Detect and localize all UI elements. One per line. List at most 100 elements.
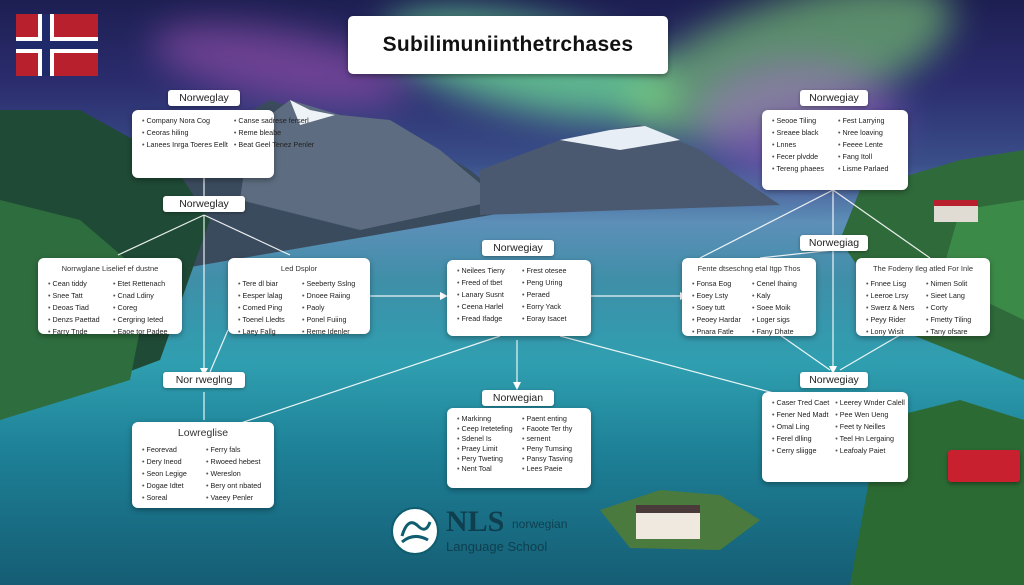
node-item: Omal Ling [772,422,829,431]
logo-subtitle-1: norwegian [512,517,568,531]
node-header-10: Fente dtseschng etal Itgp Thos [697,264,801,273]
node-item: Cerry sliigge [772,446,829,455]
node-item: Deoas Tiad [48,303,107,312]
node-item: Lony Wisit [866,327,920,336]
norway-flag-icon [16,14,98,76]
node-item: Lanary Susnt [457,290,516,299]
node-box-12: The Fodeny Ileg atled For Inle Fnnee Lis… [856,258,990,336]
node-items-12: Fnnee Lisg Nimen Solit Leeroe Lrsy Sieet… [856,273,990,342]
node-item: Ponel Fuiing [302,315,360,324]
node-item: Soee Moik [752,303,806,312]
node-item: Peng Uring [522,278,581,287]
node-item: Freed of tbet [457,278,516,287]
node-item: Sdenel Is [457,434,516,443]
node-item: Beat Geel Tenez Penler [234,140,314,149]
node-item: Company Nora Cog [142,116,228,125]
node-item: Cnad Ldiny [113,291,172,300]
node-item: Fener Ned Madt [772,410,829,419]
node-item: Ceep Iretetefing [457,424,516,433]
node-box-4: Led Dsplor Tere dl biar Seeberty Sslng E… [228,258,370,336]
node-item: Feeee Lente [838,140,898,149]
node-item: Lanees Inrga Toeres Eellt [142,140,228,149]
node-item: Eoray Isacet [522,314,581,323]
node-item: Leafoaly Paiet [835,446,905,455]
node-box-13: Caser Tred Caet Leerey Wnder Calell Fene… [762,392,908,482]
node-item: Pansy Tasving [522,454,581,463]
node-item: Peyy Rider [866,315,920,324]
node-item: Denzs Paettad [48,315,107,324]
node-item: Ceoras hiling [142,128,228,137]
node-items-8: Markinng Paent enting Ceep Iretetefing F… [447,408,591,479]
node-item: Tereng phaees [772,164,832,173]
node-item: Ferel dlling [772,434,829,443]
node-box-1: Company Nora Cog Canse sadrese ferserl C… [132,110,315,178]
node-item: Ferry fals [206,445,264,454]
red-building-icon [948,450,1020,482]
node-header-12: The Fodeny Ileg atled For Inle [872,264,974,273]
node-item: Fonsa Eog [692,279,746,288]
red-building-icon [934,200,978,222]
node-item: Dery Ineod [142,457,200,466]
node-item: Coreg [113,303,172,312]
node-item: Lees Paeie [522,464,581,473]
node-items-10: Fonsa Eog Cenel Ihaing Eoey Lsty Kaly So… [682,273,816,342]
node-item: Swerz & Ners [866,303,920,312]
node-item: Sreaee black [772,128,832,137]
node-item: Frest otesee [522,266,581,275]
logo-subtitle-2: Language School [446,539,548,554]
node-item: Paent enting [522,414,581,423]
node-item: Dnoee Raiing [302,291,360,300]
node-item: Laey Fallg [238,327,296,336]
node-item: Fany Dhate [752,327,806,336]
node-label-5: Nor rweglng [163,372,245,388]
node-items-4: Tere dl biar Seeberty Sslng Eesper lalag… [228,273,370,342]
node-item: Etet Rettenach [113,279,172,288]
logo-emblem-icon [391,507,439,555]
node-items-1: Company Nora Cog Canse sadrese ferserl C… [132,110,315,155]
node-items-7: Neilees Tieny Frest otesee Freed of tbet… [447,260,591,329]
node-item: Peny Tumsing [522,444,581,453]
node-item: Ceena Harlel [457,302,516,311]
node-item: Nree loaving [838,128,898,137]
node-label-11: Norwegiag [800,235,868,251]
node-item: Soreal [142,493,200,502]
node-item: Pnara Fatle [692,327,746,336]
school-logo: NLS norwegian Language School [390,503,600,559]
node-label-2: Norweglay [163,196,245,212]
node-item: Praey Limit [457,444,516,453]
node-item: Fang Itoll [838,152,898,161]
node-item: Soey tutt [692,303,746,312]
node-item: Snee Tatt [48,291,107,300]
node-item: Dogae Idtet [142,481,200,490]
node-item: sernent [522,434,581,443]
node-item: Fecer plvdde [772,152,832,161]
node-item: Vaeey Penler [206,493,264,502]
node-item: Paoly [302,303,360,312]
island-building-icon [636,505,700,539]
node-item: Nimen Solit [926,279,980,288]
node-label-9: Norwegiay [800,90,868,106]
node-item: Tany ofsare [926,327,980,336]
node-item: Cean tiddy [48,279,107,288]
node-items-6: Feorevad Ferry fals Dery Ineod Rwoeed he… [132,439,274,508]
node-item: Corty [926,303,980,312]
node-label-1: Norweglay [168,90,240,106]
node-item: Toenel Lledts [238,315,296,324]
node-item: Feorevad [142,445,200,454]
node-item: Sieet Lang [926,291,980,300]
node-item: Nent Toal [457,464,516,473]
node-item: Lnnes [772,140,832,149]
node-item: Comed Ping [238,303,296,312]
node-item: Pery Tweting [457,454,516,463]
node-header-6: Lowreglise [177,427,229,439]
node-items-13: Caser Tred Caet Leerey Wnder Calell Fene… [762,392,908,461]
node-item: Kaly [752,291,806,300]
node-item: Canse sadrese ferserl [234,116,314,125]
node-item: Neilees Tieny [457,266,516,275]
node-label-13: Norwegiay [800,372,868,388]
node-item: Faoote Ter thy [522,424,581,433]
node-label-7: Norwegiay [482,240,554,256]
node-item: Cenel Ihaing [752,279,806,288]
node-item: Leerey Wnder Calell [835,398,905,407]
